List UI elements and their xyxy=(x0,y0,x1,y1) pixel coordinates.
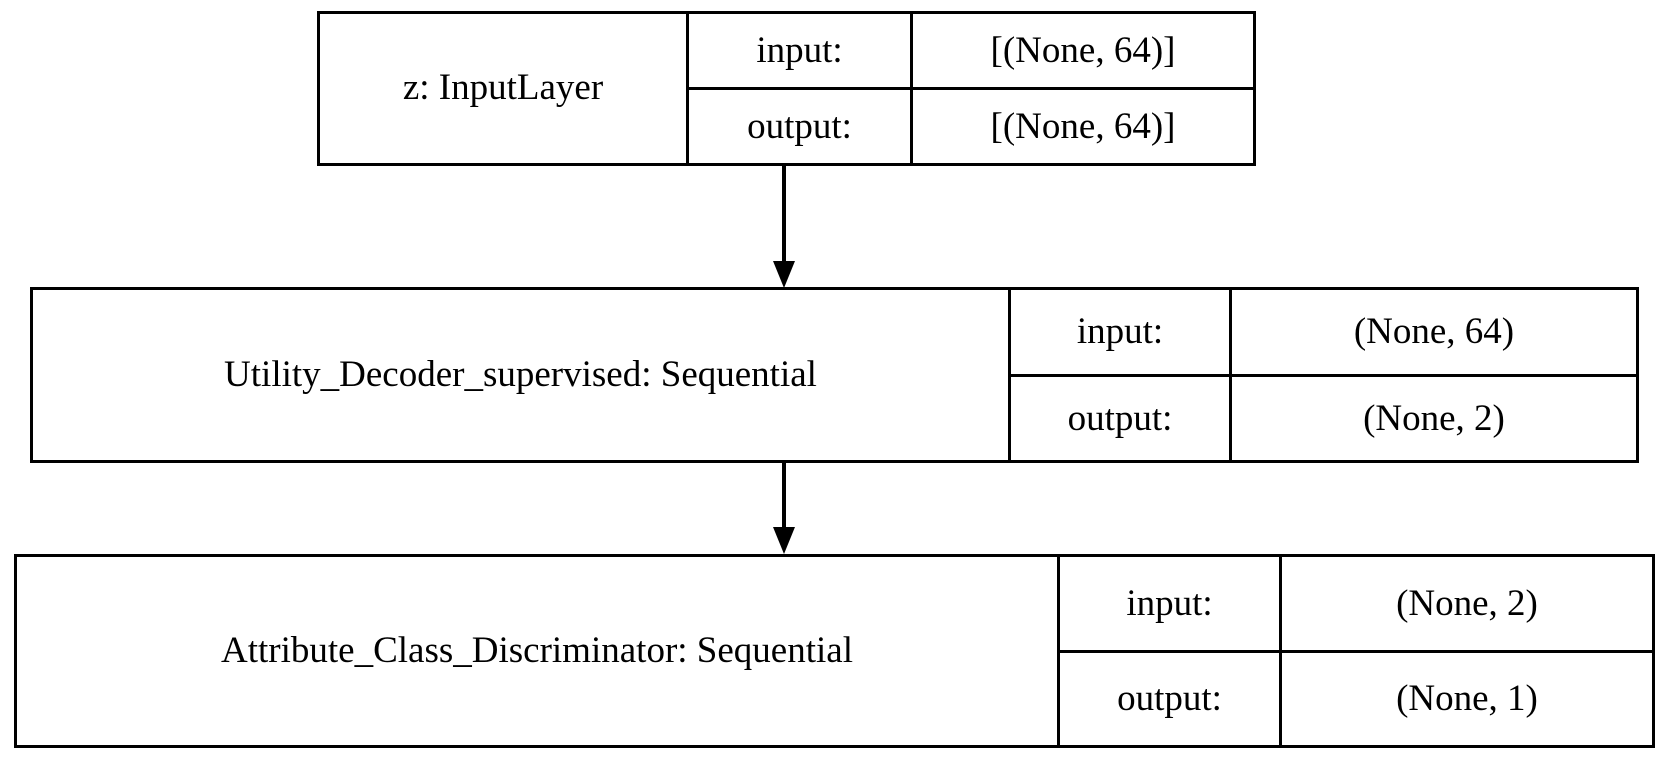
arrow-head-icon xyxy=(773,527,795,554)
node-label-utility-decoder-supervised: Utility_Decoder_supervised: Sequential xyxy=(224,353,817,395)
node-attribute-class-discriminator[interactable]: Attribute_Class_Discriminator: Sequentia… xyxy=(14,554,1655,748)
io-table-utility-decoder-supervised: input: (None, 64) output: (None, 2) xyxy=(1008,290,1636,460)
io-value-output-shape: (None, 2) xyxy=(1363,397,1505,439)
io-key-input: input: xyxy=(689,14,913,87)
io-row-input: input: (None, 64) xyxy=(1011,290,1636,377)
io-table-z-input-layer: input: [(None, 64)] output: [(None, 64)] xyxy=(686,14,1253,163)
io-row-input: input: (None, 2) xyxy=(1060,557,1652,653)
io-value-output-shape: [(None, 64)] xyxy=(990,106,1176,147)
io-row-input: input: [(None, 64)] xyxy=(689,14,1253,90)
edge-line xyxy=(782,463,786,527)
node-z-input-layer[interactable]: z: InputLayer input: [(None, 64)] output… xyxy=(317,11,1256,166)
edge-line xyxy=(782,166,786,261)
io-key-output: output: xyxy=(1060,652,1282,745)
io-value-input-shape: (None, 2) xyxy=(1396,582,1538,624)
io-row-output: output: (None, 1) xyxy=(1060,652,1652,745)
io-key-output: output: xyxy=(689,90,913,163)
io-value-input-shape: (None, 64) xyxy=(1353,311,1515,353)
arrow-head-icon xyxy=(773,261,795,288)
io-key-output: output: xyxy=(1011,376,1232,460)
io-row-output: output: [(None, 64)] xyxy=(689,90,1253,163)
io-key-input: input: xyxy=(1011,290,1232,374)
node-label-z-input-layer: z: InputLayer xyxy=(402,67,604,109)
io-key-input: input: xyxy=(1060,557,1282,650)
io-value-output-shape: (None, 1) xyxy=(1396,678,1538,720)
node-label-attribute-class-discriminator: Attribute_Class_Discriminator: Sequentia… xyxy=(221,629,853,671)
io-table-attribute-class-discriminator: input: (None, 2) output: (None, 1) xyxy=(1057,557,1652,745)
io-value-input-shape: [(None, 64)] xyxy=(990,30,1176,71)
node-utility-decoder-supervised[interactable]: Utility_Decoder_supervised: Sequential i… xyxy=(30,287,1639,463)
io-row-output: output: (None, 2) xyxy=(1011,376,1636,460)
